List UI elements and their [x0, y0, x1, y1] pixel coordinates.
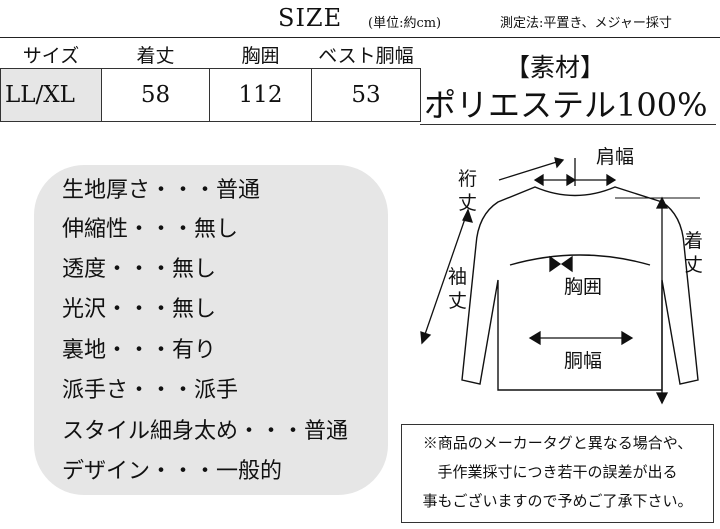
material-value: ポリエステル100% — [424, 86, 708, 124]
property-transparency: 透度・・・無し — [62, 257, 217, 282]
size-table-header: 着丈 — [136, 44, 175, 67]
length-label: 着 — [684, 230, 704, 252]
disclaimer-note: ※商品のメーカータグと異なる場合や、 手作業採寸につき若干の誤差が出る 事もござ… — [401, 424, 714, 523]
size-cell: LL/XL — [0, 68, 102, 122]
property-lining: 裏地・・・有り — [62, 338, 217, 363]
size-table: サイズ 着丈 胸囲 ベスト胴幅 LL/XL 58 112 53 — [0, 40, 421, 122]
note-line: 手作業採寸につき若干の誤差が出る — [437, 463, 678, 481]
properties-panel — [34, 165, 388, 495]
size-table-header: サイズ — [22, 44, 80, 67]
size-unit: (単位:約cm) — [368, 16, 442, 31]
note-line: ※商品のメーカータグと異なる場合や、 — [422, 434, 693, 452]
garment-outline-icon — [420, 157, 700, 405]
yuki-label: 裄 — [458, 168, 478, 190]
measure-method: 測定法:平置き、メジャー採寸 — [500, 16, 672, 31]
material-divider — [420, 124, 716, 125]
property-fit: スタイル細身太め・・・普通 — [62, 419, 349, 444]
size-table-header: ベスト胴幅 — [318, 44, 414, 67]
chest-label: 胸囲 — [564, 276, 603, 298]
table-row: LL/XL 58 112 53 — [0, 68, 421, 122]
property-stretch: 伸縮性・・・無し — [62, 217, 239, 242]
length-cell: 58 — [101, 68, 210, 122]
note-line: 事もございますので予めご了承下さい。 — [422, 492, 693, 510]
sleeve-label: 袖 — [448, 266, 468, 288]
header-divider — [0, 37, 720, 38]
waist-label: 胴幅 — [564, 350, 603, 372]
size-title: SIZE — [278, 4, 343, 32]
size-table-header-row: サイズ 着丈 胸囲 ベスト胴幅 — [1, 40, 421, 69]
property-thickness: 生地厚さ・・・普通 — [62, 178, 261, 203]
yuki-label-2: 丈 — [458, 192, 478, 214]
garment-diagram: 肩幅 裄 丈 着 丈 袖 丈 胸囲 胴幅 — [400, 140, 720, 420]
property-flashiness: 派手さ・・・派手 — [62, 378, 239, 403]
chest-cell: 112 — [209, 68, 312, 122]
shoulder-label: 肩幅 — [596, 146, 635, 168]
waist-cell: 53 — [311, 68, 421, 122]
size-table-header: 胸囲 — [241, 44, 280, 67]
property-design: デザイン・・・一般的 — [62, 459, 283, 484]
material-label: 【素材】 — [505, 53, 606, 82]
property-gloss: 光沢・・・無し — [62, 297, 217, 322]
length-label-2: 丈 — [684, 254, 704, 276]
sleeve-label-2: 丈 — [448, 290, 468, 312]
